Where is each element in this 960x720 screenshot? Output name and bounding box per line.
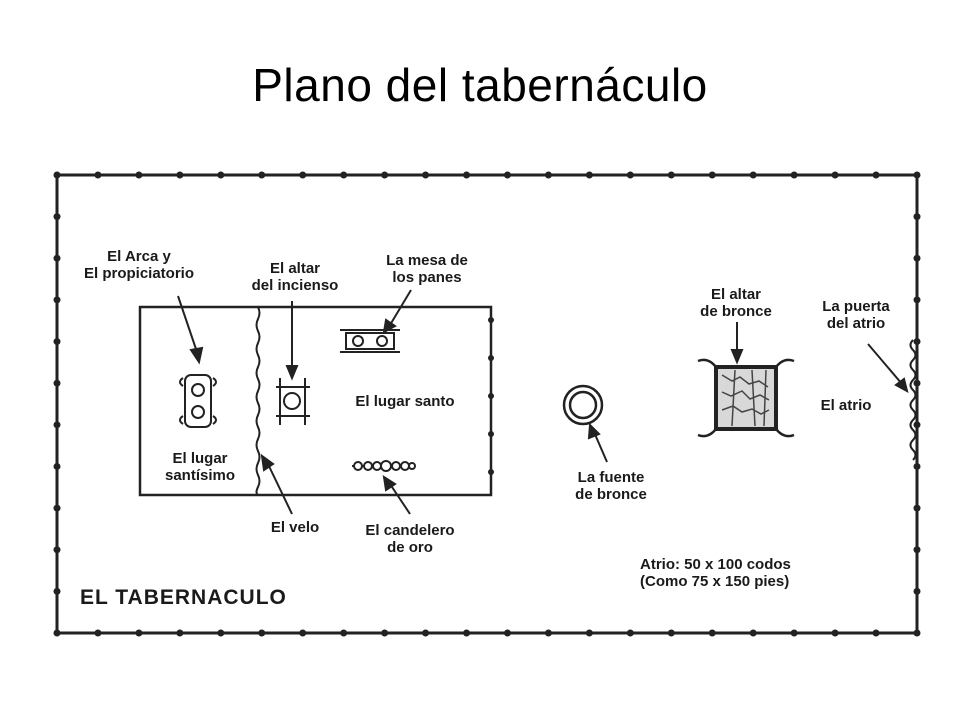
ark-icon	[179, 374, 217, 428]
slide-title: Plano del tabernáculo	[252, 59, 708, 111]
court-post	[585, 629, 593, 637]
court-post	[463, 629, 471, 637]
court-post	[217, 171, 225, 179]
court-post	[135, 629, 143, 637]
court-post	[872, 629, 880, 637]
court-post	[544, 629, 552, 637]
court-post	[422, 629, 430, 637]
tent-posts	[488, 317, 494, 475]
diagram-heading: EL TABERNACULO	[80, 586, 287, 609]
label-fuente-bronce: La fuente de bronce	[575, 469, 647, 503]
court-post	[913, 171, 921, 179]
court-post	[913, 629, 921, 637]
court-post	[340, 629, 348, 637]
court-post	[790, 171, 798, 179]
court-post	[176, 629, 184, 637]
court-post	[913, 546, 921, 554]
court-post	[176, 171, 184, 179]
laver-icon	[562, 384, 604, 426]
court-post	[626, 171, 634, 179]
court-post	[913, 254, 921, 262]
court-post	[53, 421, 61, 429]
court-post	[749, 629, 757, 637]
label-atrio: El atrio	[820, 397, 872, 414]
court-post	[53, 462, 61, 470]
court-post	[463, 171, 471, 179]
court-post	[53, 379, 61, 387]
label-velo: El velo	[270, 519, 320, 536]
veil-line	[255, 306, 261, 496]
court-post	[94, 171, 102, 179]
tent-post	[488, 469, 494, 475]
court-post	[790, 629, 798, 637]
court-post	[913, 421, 921, 429]
court-post	[53, 254, 61, 262]
tent-post	[488, 393, 494, 399]
court-post	[422, 171, 430, 179]
court-post	[299, 629, 307, 637]
court-post	[913, 338, 921, 346]
court-post	[135, 171, 143, 179]
court-post	[831, 629, 839, 637]
showbread-table-icon	[340, 329, 400, 353]
court-post	[913, 296, 921, 304]
court-post	[53, 171, 61, 179]
court-post	[381, 629, 389, 637]
court-posts	[53, 171, 921, 637]
court-post	[53, 338, 61, 346]
tent-post	[488, 317, 494, 323]
court-post	[708, 171, 716, 179]
court-post	[913, 504, 921, 512]
bronze-altar-icon	[697, 358, 795, 438]
incense-altar-icon	[276, 378, 310, 425]
label-mesa-panes: La mesa de los panes	[386, 252, 468, 286]
court-post	[53, 296, 61, 304]
court-post	[913, 379, 921, 387]
tabernacle-tent	[138, 305, 494, 497]
court-post	[503, 629, 511, 637]
label-lugar-santisimo: El lugar santísimo	[164, 450, 236, 484]
court-post	[503, 171, 511, 179]
court-boundary	[55, 173, 919, 635]
court-post	[299, 171, 307, 179]
court-post	[53, 504, 61, 512]
label-arca: El Arca y El propiciatorio	[83, 248, 194, 282]
label-puerta-atrio: La puerta del atrio	[822, 298, 890, 332]
court-post	[831, 171, 839, 179]
court-post	[872, 171, 880, 179]
tent-post	[488, 431, 494, 437]
court-post	[913, 213, 921, 221]
court-post	[53, 629, 61, 637]
label-medidas-atrio: Atrio: 50 x 100 codos (Como 75 x 150 pie…	[640, 556, 791, 590]
label-altar-incienso: El altar del incienso	[251, 260, 339, 294]
court-post	[258, 629, 266, 637]
tent-post	[488, 355, 494, 361]
court-post	[667, 171, 675, 179]
pointer-arrows	[177, 289, 909, 515]
court-post	[913, 462, 921, 470]
court-post	[258, 171, 266, 179]
court-post	[544, 171, 552, 179]
court-gate	[909, 339, 917, 461]
court-post	[913, 587, 921, 595]
court-post	[53, 213, 61, 221]
label-candelero: El candelero de oro	[365, 522, 455, 556]
court-post	[217, 629, 225, 637]
label-altar-bronce: El altar de bronce	[700, 286, 772, 320]
court-post	[340, 171, 348, 179]
label-lugar-santo: El lugar santo	[355, 393, 455, 410]
court-post	[94, 629, 102, 637]
court-post	[381, 171, 389, 179]
court-post	[585, 171, 593, 179]
court-post	[626, 629, 634, 637]
court-post	[749, 171, 757, 179]
court-post	[53, 546, 61, 554]
court-post	[53, 587, 61, 595]
court-post	[708, 629, 716, 637]
court-post	[667, 629, 675, 637]
lampstand-icon	[352, 460, 416, 472]
